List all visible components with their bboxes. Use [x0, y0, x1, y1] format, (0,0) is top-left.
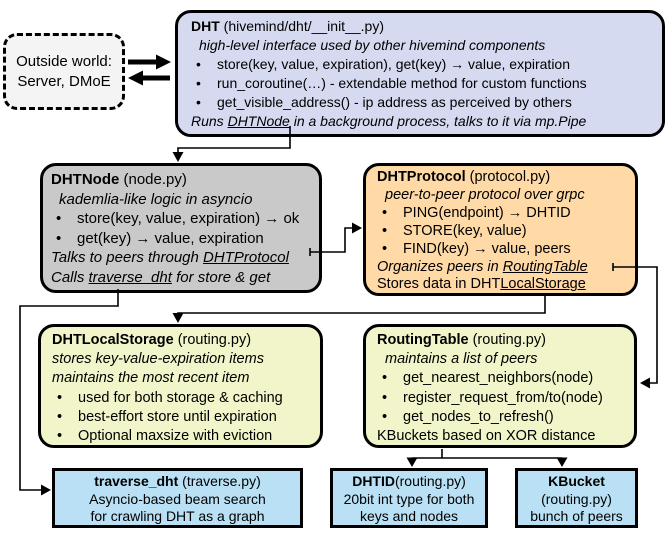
dhtnode-subtitle: kademlia-like logic in asyncio — [59, 190, 253, 208]
bullet-icon: • — [382, 240, 388, 257]
dhtid-line2: 20bit int type for both — [343, 490, 475, 507]
dht-title: DHT (hivemind/dht/__init__.py) — [191, 18, 384, 34]
outside-world-box: Outside world: Server, DMoE — [3, 33, 125, 110]
dhtprotocol-bullet-1: •PING(endpoint) → DHTID — [377, 205, 631, 223]
arrowhead-left-icon — [128, 70, 143, 86]
kbucket-line2: (routing.py) — [541, 490, 612, 507]
dhtlocalstorage-bullet-2: •best-effort store until expiration — [52, 408, 316, 427]
dhtprotocol-title: DHTProtocol (protocol.py) — [377, 169, 551, 185]
routingtable-bullet-1: •get_nearest_neighbors(node) — [377, 369, 630, 388]
dhtnode-footer-1: Talks to peers through DHTProtocol — [51, 249, 289, 266]
arrowhead-down-icon — [172, 152, 184, 162]
dhtnode-box: DHTNode (node.py) kademlia-like logic in… — [40, 163, 322, 293]
kbucket-line3: bunch of peers — [530, 508, 623, 525]
dhtlocalstorage-bullet-1: •used for both storage & caching — [52, 389, 316, 408]
bullet-icon: • — [57, 389, 63, 406]
routingtable-title: RoutingTable (routing.py) — [377, 332, 546, 348]
bullet-icon: • — [382, 370, 388, 387]
arrowhead-down-icon — [172, 313, 184, 323]
dhtnode-title: DHTNode (node.py) — [51, 171, 187, 188]
bullet-icon: • — [382, 408, 388, 425]
connector-outside-to-dht — [128, 54, 171, 70]
dhtprotocol-footer-2: Stores data in DHTLocalStorage — [377, 276, 586, 293]
dht-bullet-1: •store(key, value, expiration), get(key)… — [191, 55, 656, 74]
routingtable-box: RoutingTable (routing.py) maintains a li… — [363, 324, 637, 448]
connector-dhtprotocol-to-dhtlocalstorage — [172, 294, 546, 323]
dhtid-line3: keys and nodes — [359, 508, 459, 525]
arrowhead-right-icon — [352, 222, 362, 234]
bullet-icon: • — [56, 229, 62, 247]
traverse-dht-line3: for crawling DHT as a graph — [90, 508, 265, 525]
dhtprotocol-box: DHTProtocol (protocol.py) peer-to-peer p… — [363, 163, 638, 296]
arrowhead-down-icon — [406, 457, 418, 467]
dhtlocalstorage-box: DHTLocalStorage (routing.py) stores key-… — [38, 324, 323, 448]
routingtable-footer: KBuckets based on XOR distance — [377, 428, 596, 445]
dhtprotocol-footer-1: Organizes peers in RoutingTable — [377, 258, 588, 275]
bullet-icon: • — [196, 56, 201, 72]
routingtable-subtitle: maintains a list of peers — [385, 351, 538, 368]
arrowhead-down-icon — [556, 457, 568, 467]
bullet-icon: • — [382, 204, 388, 221]
dht-bullet-2: •run_coroutine(…) - extendable method fo… — [191, 74, 656, 93]
arrowhead-right-icon — [156, 54, 171, 70]
bullet-icon: • — [382, 389, 388, 406]
outside-world-line2: Server, DMoE — [17, 72, 111, 90]
bullet-icon: • — [196, 94, 201, 110]
dhtid-box: DHTID(routing.py) 20bit int type for bot… — [330, 468, 488, 528]
kbucket-box: KBucket (routing.py) bunch of peers — [515, 468, 638, 528]
outside-world-line1: Outside world: — [16, 52, 112, 70]
dht-bullet-3: •get_visible_address() - ip address as p… — [191, 93, 656, 112]
connector-dht-to-outside — [128, 70, 170, 86]
routingtable-bullet-2: •register_request_from/to(node) — [377, 389, 630, 408]
arrowhead-left-icon — [640, 377, 650, 389]
dht-subtitle: high-level interface used by other hivem… — [199, 37, 546, 53]
dhtnode-bullet-2: •get(key) → value, expiration — [51, 229, 315, 249]
bullet-icon: • — [382, 222, 388, 239]
dhtnode-bullet-1: •store(key, value, expiration) → ok — [51, 209, 315, 229]
routingtable-bullet-3: •get_nodes_to_refresh() — [377, 408, 630, 427]
dhtnode-footer-2: Calls traverse_dht for store & get — [51, 268, 271, 286]
dht-box: DHT (hivemind/dht/__init__.py) high-leve… — [175, 10, 665, 137]
bullet-icon: • — [57, 408, 63, 425]
bullet-icon: • — [196, 75, 201, 91]
kbucket-title: KBucket — [548, 473, 605, 489]
dhtlocalstorage-title: DHTLocalStorage (routing.py) — [52, 332, 252, 348]
dhtlocalstorage-subtitle-2: maintains the most recent item — [52, 370, 250, 387]
bullet-icon: • — [56, 210, 62, 227]
traverse-dht-title: traverse_dht (traverse.py) — [94, 473, 261, 489]
bullet-icon: • — [57, 428, 63, 445]
dht-footer: Runs DHTNode in a background process, ta… — [191, 113, 587, 129]
dhtlocalstorage-subtitle-1: stores key-value-expiration items — [52, 351, 264, 368]
dhtid-title: DHTID(routing.py) — [352, 473, 466, 489]
dhtprotocol-bullet-2: •STORE(key, value) — [377, 223, 631, 241]
arrowhead-right-icon — [41, 484, 51, 496]
connector-routingtable-to-dhtid-kbucket — [406, 449, 568, 467]
dhtlocalstorage-bullet-3: •Optional maxsize with eviction — [52, 427, 316, 446]
dhtprotocol-bullet-3: •FIND(key) → value, peers — [377, 241, 631, 259]
traverse-dht-box: traverse_dht (traverse.py) Asyncio-based… — [52, 468, 303, 528]
traverse-dht-line2: Asyncio-based beam search — [89, 490, 266, 507]
dhtprotocol-subtitle: peer-to-peer protocol over grpc — [385, 186, 585, 203]
